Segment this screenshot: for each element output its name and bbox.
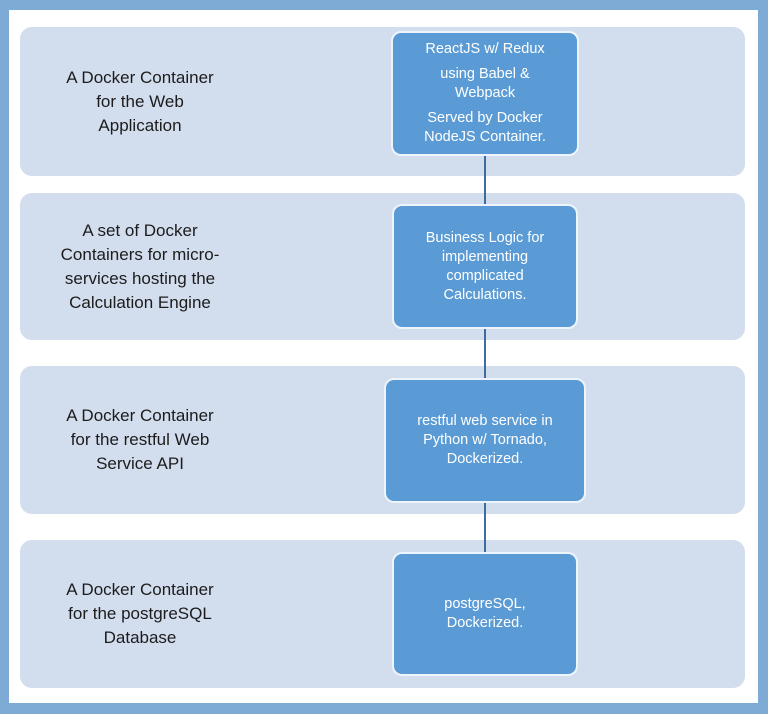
label-line: for the restful Web xyxy=(70,430,210,449)
label-line: services hosting the xyxy=(64,268,216,288)
tier-panel-web-app: A Docker Container for the Web Applicati… xyxy=(20,27,745,176)
diagram-canvas: A Docker Container for the Web Applicati… xyxy=(9,10,758,703)
box-line: ReactJS w/ Redux xyxy=(425,41,545,57)
box-line: Served by Docker xyxy=(427,110,543,126)
connector-line-2-3 xyxy=(484,328,486,379)
box-line: Dockerized. xyxy=(446,615,524,631)
box-line: Dockerized. xyxy=(446,451,524,467)
tier-panel-database: A Docker Container for the postgreSQL Da… xyxy=(20,540,745,688)
connector-line-3-4 xyxy=(484,502,486,553)
label-line: A Docker Container xyxy=(66,406,214,425)
box-line: Webpack xyxy=(454,85,516,101)
box-line: Calculations. xyxy=(443,286,527,303)
label-line: A Docker Container xyxy=(66,580,214,599)
label-line: for the Web xyxy=(96,91,184,111)
box-line: using Babel & xyxy=(440,66,530,82)
box-line: restful web service in xyxy=(417,413,553,429)
label-line: Containers for micro- xyxy=(60,244,220,264)
box-line: NodeJS Container. xyxy=(424,129,546,145)
label-line: Database xyxy=(103,628,177,647)
label-line: Service API xyxy=(96,454,184,473)
label-line: Calculation Engine xyxy=(69,292,211,312)
tier-panel-web-service-api: A Docker Container for the restful Web S… xyxy=(20,366,745,514)
component-box-business-logic: Business Logic for implementing complica… xyxy=(392,204,578,329)
box-line: Python w/ Tornado, xyxy=(423,432,547,448)
component-box-postgresql: postgreSQL, Dockerized. xyxy=(392,552,578,676)
box-line: postgreSQL, xyxy=(444,596,526,612)
tier-label-database: A Docker Container for the postgreSQL Da… xyxy=(20,540,260,688)
label-line: Application xyxy=(98,115,182,135)
connector-line-1-2 xyxy=(484,155,486,205)
box-line: complicated xyxy=(446,267,524,284)
tier-label-calculation-engine: A set of Docker Containers for micro- se… xyxy=(20,193,260,340)
component-box-react-frontend: ReactJS w/ Redux using Babel & Webpack S… xyxy=(391,31,579,156)
tier-label-web-service-api: A Docker Container for the restful Web S… xyxy=(20,366,260,514)
box-line: Business Logic for xyxy=(425,229,545,246)
tier-panel-calculation-engine: A set of Docker Containers for micro- se… xyxy=(20,193,745,340)
label-line: A Docker Container xyxy=(66,67,214,87)
component-box-restful-service: restful web service in Python w/ Tornado… xyxy=(384,378,586,503)
tier-label-web-app: A Docker Container for the Web Applicati… xyxy=(20,27,260,176)
box-line: implementing xyxy=(441,248,529,265)
label-line: for the postgreSQL xyxy=(68,604,212,623)
label-line: A set of Docker xyxy=(82,220,198,240)
